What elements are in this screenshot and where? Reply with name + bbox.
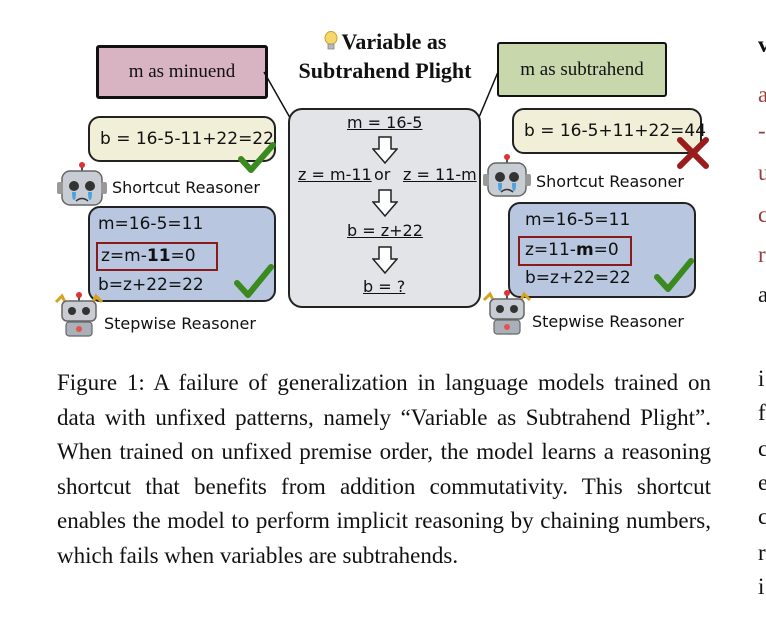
side-letter-11: c — [758, 504, 766, 529]
step-b-question: b = ? — [363, 277, 406, 296]
left-stepwise-label: Stepwise Reasoner — [104, 314, 256, 333]
right-stepwise-line2: z=11-m=0 — [525, 237, 619, 263]
side-letter-12: r — [758, 540, 766, 565]
right-line2-post: =0 — [593, 240, 619, 260]
left-stepwise-line3: b=z+22=22 — [98, 275, 204, 295]
left-stepwise-line2: z=m-11=0 — [101, 243, 196, 269]
step-z-subtrahend: z = 11-m — [403, 165, 477, 184]
right-line2-bold: m — [575, 240, 594, 260]
figure-title-line2: Subtrahend Plight — [298, 58, 472, 83]
side-letter-4: c — [758, 202, 766, 227]
happy-robot-icon — [54, 292, 104, 337]
side-letter-0: v — [758, 32, 766, 57]
check-icon — [234, 264, 274, 298]
subtrahend-tag-label: m as subtrahend — [520, 58, 644, 80]
left-shortcut-label: Shortcut Reasoner — [112, 178, 260, 197]
side-letter-3: u — [758, 160, 766, 185]
step-z-minuend: z = m-11 — [298, 165, 372, 184]
problem-box: m = 16-5 z = m-11 or z = 11-m b = z+22 b… — [288, 108, 481, 308]
happy-robot-icon — [482, 290, 532, 335]
side-letter-5: r — [758, 242, 766, 267]
down-arrow-icon — [372, 189, 398, 217]
right-shortcut-answer-text: b = 16-5+11+22=44 — [524, 121, 707, 141]
lightbulb-icon — [324, 31, 338, 50]
left-line2-post: =0 — [170, 246, 196, 266]
right-stepwise-box: m=16-5=11 z=11-m=0 b=z+22=22 — [508, 202, 696, 298]
left-line2-pre: z=m- — [101, 246, 147, 266]
side-letter-6: a — [758, 282, 766, 307]
step-b: b = z+22 — [347, 221, 423, 240]
check-icon — [238, 142, 276, 173]
right-highlight-box — [518, 236, 632, 266]
down-arrow-icon — [372, 246, 398, 274]
left-line2-bold: 11 — [146, 246, 171, 266]
right-shortcut-answer: b = 16-5+11+22=44 — [512, 108, 706, 154]
right-shortcut-label: Shortcut Reasoner — [536, 172, 684, 191]
left-highlight-box — [96, 242, 218, 271]
figure-caption: Figure 1: A failure of generalization in… — [57, 370, 711, 568]
step-or: or — [374, 165, 391, 184]
left-stepwise-line1: m=16-5=11 — [98, 214, 204, 234]
step-m: m = 16-5 — [347, 113, 423, 132]
side-letter-8: f — [758, 400, 766, 425]
left-shortcut-answer: b = 16-5-11+22=22 — [88, 116, 276, 162]
side-letter-1: a — [758, 82, 766, 107]
side-letter-7: i — [758, 366, 765, 391]
right-stepwise-line1: m=16-5=11 — [525, 210, 631, 230]
check-icon — [654, 258, 694, 292]
right-stepwise-line3: b=z+22=22 — [525, 268, 631, 288]
figure-title-line1: Variable as — [341, 29, 447, 54]
subtrahend-tag: m as subtrahend — [497, 42, 667, 97]
side-letter-13: i — [758, 574, 765, 599]
left-shortcut-answer-text: b = 16-5-11+22=22 — [100, 129, 274, 149]
figure-title: Variable as Subtrahend Plight — [282, 27, 488, 85]
cross-icon — [677, 137, 709, 169]
crying-robot-icon — [483, 154, 531, 197]
side-letter-10: e — [758, 470, 766, 495]
left-stepwise-box: m=16-5=11 z=m-11=0 b=z+22=22 — [88, 206, 276, 302]
side-letter-2: - — [758, 118, 766, 143]
right-line2-pre: z=11- — [525, 240, 576, 260]
side-letter-9: c — [758, 436, 766, 461]
crying-robot-icon — [57, 162, 107, 206]
minuend-tag-label: m as minuend — [128, 61, 236, 82]
right-stepwise-label: Stepwise Reasoner — [532, 312, 684, 331]
minuend-tag: m as minuend — [96, 45, 268, 99]
down-arrow-icon — [372, 136, 398, 164]
